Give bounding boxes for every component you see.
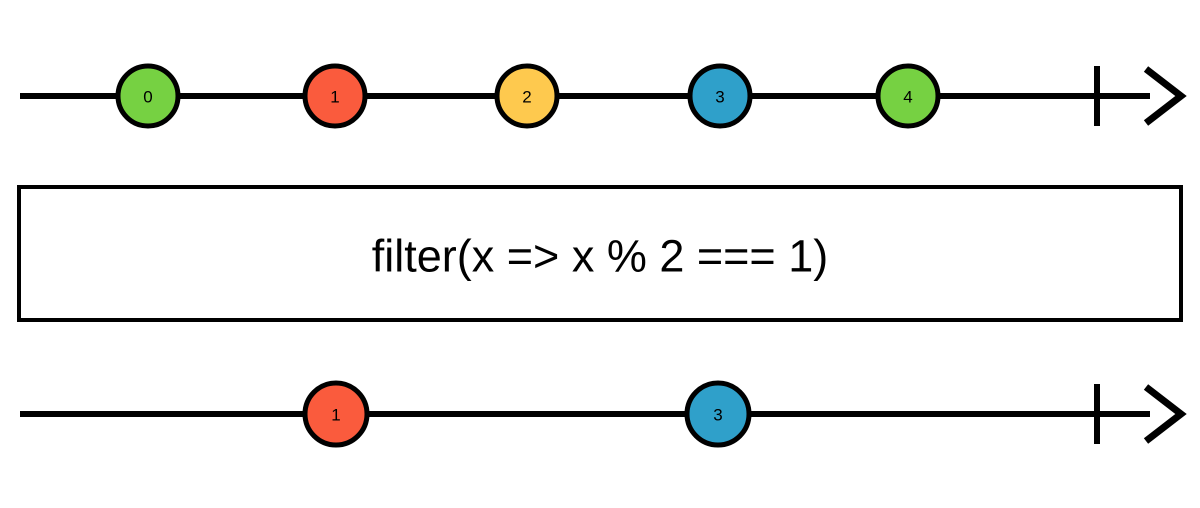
marble-label: 3 bbox=[715, 88, 724, 107]
source-arrow-icon bbox=[1143, 66, 1187, 126]
result-marble-1[interactable]: 1 bbox=[302, 380, 370, 448]
marble-circle bbox=[494, 63, 560, 129]
source-marble-0[interactable]: 0 bbox=[115, 63, 181, 129]
marble-circle bbox=[302, 380, 370, 448]
operator-box-border bbox=[17, 185, 1183, 322]
marble-label: 1 bbox=[331, 406, 340, 425]
marble-label: 2 bbox=[522, 88, 531, 107]
source-marble-2[interactable]: 2 bbox=[494, 63, 560, 129]
marble-circle bbox=[875, 63, 941, 129]
source-marble-1[interactable]: 1 bbox=[302, 63, 368, 129]
marble-label: 0 bbox=[143, 88, 152, 107]
source-marble-4[interactable]: 4 bbox=[875, 63, 941, 129]
marble-circle bbox=[302, 63, 368, 129]
marble-label: 3 bbox=[713, 406, 722, 425]
operator-box[interactable]: filter(x => x % 2 === 1) bbox=[17, 185, 1183, 322]
source-marble-3[interactable]: 3 bbox=[687, 63, 753, 129]
result-marble-3[interactable]: 3 bbox=[684, 380, 752, 448]
marble-label: 1 bbox=[330, 88, 339, 107]
source-stream-group: 0 1 2 3 4 bbox=[20, 63, 1187, 129]
marble-circle bbox=[687, 63, 753, 129]
operator-expression: filter(x => x % 2 === 1) bbox=[372, 231, 828, 282]
marble-label: 4 bbox=[903, 88, 912, 107]
marble-circle bbox=[115, 63, 181, 129]
result-arrow-icon bbox=[1143, 384, 1187, 444]
result-stream-group: 1 3 bbox=[20, 380, 1187, 448]
marble-circle bbox=[684, 380, 752, 448]
